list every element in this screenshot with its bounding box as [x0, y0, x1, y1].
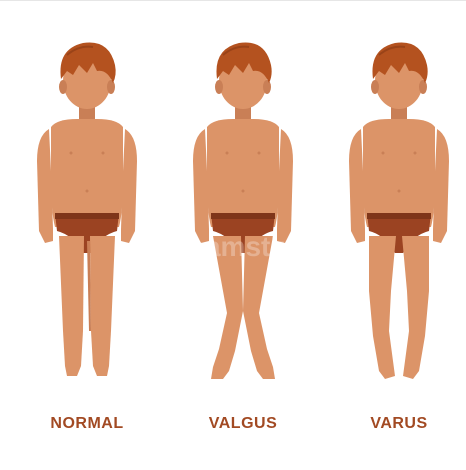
normal-torso	[51, 119, 123, 227]
valgus-briefs-waistband	[211, 213, 275, 219]
child-figure-varus	[339, 31, 459, 391]
valgus-left-ear	[215, 80, 223, 94]
label-varus: VARUS	[324, 415, 466, 433]
normal-right-arm	[121, 129, 137, 243]
normal-left-leg	[59, 236, 84, 376]
normal-left-arm	[37, 129, 53, 243]
varus-right-leg	[402, 236, 429, 379]
valgus-figure-svg	[183, 31, 303, 391]
normal-navel	[86, 190, 89, 193]
valgus-right-leg	[243, 236, 275, 379]
valgus-nipple-right	[258, 152, 261, 155]
valgus-right-ear	[263, 80, 271, 94]
valgus-left-arm	[193, 129, 209, 243]
child-figure-valgus	[183, 31, 303, 391]
label-valgus: VALGUS	[168, 415, 318, 433]
varus-figure-svg	[339, 31, 459, 391]
normal-nipple-left	[70, 152, 73, 155]
varus-briefs-waistband	[367, 213, 431, 219]
normal-right-leg	[90, 236, 115, 376]
valgus-left-leg	[211, 236, 243, 379]
varus-left-leg	[369, 236, 396, 379]
label-normal: NORMAL	[12, 415, 162, 433]
normal-left-ear	[59, 80, 67, 94]
valgus-navel	[242, 190, 245, 193]
varus-right-arm	[433, 129, 449, 243]
valgus-nipple-left	[226, 152, 229, 155]
varus-left-arm	[349, 129, 365, 243]
varus-torso	[363, 119, 435, 227]
valgus-torso	[207, 119, 279, 227]
varus-right-ear	[419, 80, 427, 94]
varus-nipple-left	[382, 152, 385, 155]
varus-nipple-right	[414, 152, 417, 155]
varus-navel	[398, 190, 401, 193]
valgus-right-arm	[277, 129, 293, 243]
normal-nipple-right	[102, 152, 105, 155]
varus-left-ear	[371, 80, 379, 94]
normal-briefs-waistband	[55, 213, 119, 219]
normal-figure-svg	[27, 31, 147, 391]
child-figure-normal	[27, 31, 147, 391]
normal-right-ear	[107, 80, 115, 94]
